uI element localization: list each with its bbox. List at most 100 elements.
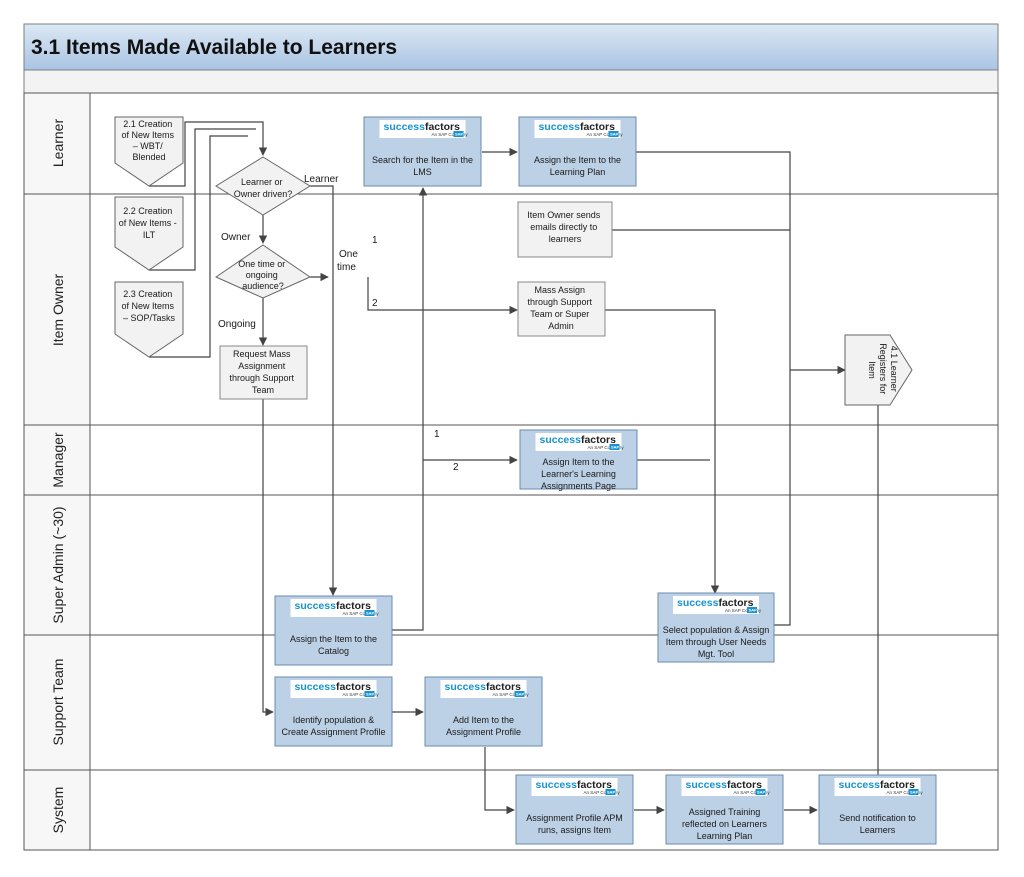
svg-text:successfactors: successfactors	[539, 121, 616, 133]
connector-learner-to-catalog	[310, 185, 338, 596]
offpage-creation-ilt: 2.2 Creation of New Items - ILT	[114, 196, 184, 271]
lane-label-manager: Manager	[50, 432, 66, 488]
svg-text:An SAP Company: An SAP Company	[432, 132, 469, 137]
svg-text:An SAP Company: An SAP Company	[493, 692, 530, 697]
edge-labels: Learner Owner Ongoing One time 1 2 1 2	[218, 174, 459, 473]
svg-text:SAP: SAP	[749, 608, 758, 613]
svg-text:An SAP Company: An SAP Company	[587, 132, 624, 137]
edge-label-branch-2: 2	[372, 298, 378, 309]
svg-text:SAP: SAP	[366, 611, 375, 616]
svg-text:successfactors: successfactors	[536, 779, 613, 791]
process-owner-sends-emails: Item Owner sends emails directly to lear…	[517, 201, 613, 258]
connector-add-to-apm	[484, 747, 515, 815]
connector-request-to-identify	[262, 398, 274, 717]
subheader-bar	[23, 69, 999, 94]
edge-label-owner: Owner	[221, 232, 251, 243]
svg-text:SAP: SAP	[366, 692, 375, 697]
svg-text:Learner or Owner driven?: Learner or Owner driven?	[234, 177, 293, 199]
decision-learner-or-owner: Learner or Owner driven?	[215, 156, 311, 216]
svg-text:SAP: SAP	[610, 132, 619, 137]
svg-text:SAP: SAP	[516, 692, 525, 697]
svg-text:An SAP Company: An SAP Company	[725, 608, 762, 613]
svg-text:successfactors: successfactors	[839, 779, 916, 791]
decision-one-time-or-ongoing: One time or ongoing audience?	[214, 244, 312, 299]
svg-text:Item Owner sends emails: Item Owner sends emails directly to lear…	[527, 210, 603, 244]
offpage-creation-wbt: 2.1 Creation of New Items – WBT/ Blended	[114, 116, 184, 187]
svg-text:successfactors: successfactors	[445, 681, 522, 693]
svg-text:An SAP Company: An SAP Company	[734, 790, 771, 795]
svg-text:Mass Assign through Supp: Mass Assign through Support Team or Supe…	[527, 285, 594, 331]
svg-text:successfactors: successfactors	[686, 779, 763, 791]
svg-text:An SAP Company: An SAP Company	[584, 790, 621, 795]
svg-text:An SAP Company: An SAP Company	[588, 445, 625, 450]
process-mass-assign-support: Mass Assign through Support Team or Supe…	[517, 281, 606, 337]
lane-label-support-team: Support Team	[50, 659, 66, 746]
svg-text:successfactors: successfactors	[677, 597, 754, 609]
svg-text:4.1 Learner Registers fo: 4.1 Learner Registers for Item	[867, 343, 899, 397]
connector-wbt-to-decision	[149, 121, 268, 187]
svg-text:2.1 Creation of New Item: 2.1 Creation of New Items – WBT/ Blended	[121, 119, 176, 162]
edge-label-learner: Learner	[304, 174, 339, 185]
lane-label-super-admin: Super Admin (~30)	[50, 506, 66, 623]
edge-label-one-time-2: time	[337, 262, 356, 273]
edge-label-one-time-1: One	[339, 249, 358, 260]
svg-text:An SAP Company: An SAP Company	[343, 692, 380, 697]
svg-text:SAP: SAP	[607, 790, 616, 795]
lane-label-system: System	[50, 787, 66, 834]
svg-text:2.2 Creation of New Item: 2.2 Creation of New Items - ILT	[119, 206, 180, 240]
process-label: Identify population &Create Assignment P…	[281, 715, 385, 737]
offpage-creation-sop: 2.3 Creation of New Items – SOP/Tasks	[114, 281, 184, 358]
svg-text:successfactors: successfactors	[295, 600, 372, 612]
svg-text:successfactors: successfactors	[540, 434, 617, 446]
connector-one-time-2	[367, 277, 518, 315]
connectors	[149, 121, 883, 815]
svg-text:SAP: SAP	[910, 790, 919, 795]
edge-label-mgr-1: 1	[434, 429, 440, 440]
connector-mass-assign-to-select	[605, 309, 720, 594]
svg-text:SAP: SAP	[757, 790, 766, 795]
svg-text:successfactors: successfactors	[295, 681, 372, 693]
title-bar	[23, 23, 999, 71]
edge-label-branch-1: 1	[372, 235, 378, 246]
process-request-mass-assignment: Request Mass Assignment through Support …	[219, 345, 308, 400]
svg-text:successfactors: successfactors	[384, 121, 461, 133]
svg-text:2.3 Creation of New Item: 2.3 Creation of New Items – SOP/Tasks	[121, 289, 176, 323]
svg-text:An SAP Company: An SAP Company	[887, 790, 924, 795]
svg-text:An SAP Company: An SAP Company	[343, 611, 380, 616]
svg-text:SAP: SAP	[611, 445, 620, 450]
connector-catalog-to-search	[392, 187, 428, 631]
connector-plan-to-register	[636, 151, 846, 375]
lane-label-learner: Learner	[50, 119, 66, 168]
edge-label-ongoing: Ongoing	[218, 319, 256, 330]
svg-text:SAP: SAP	[455, 132, 464, 137]
